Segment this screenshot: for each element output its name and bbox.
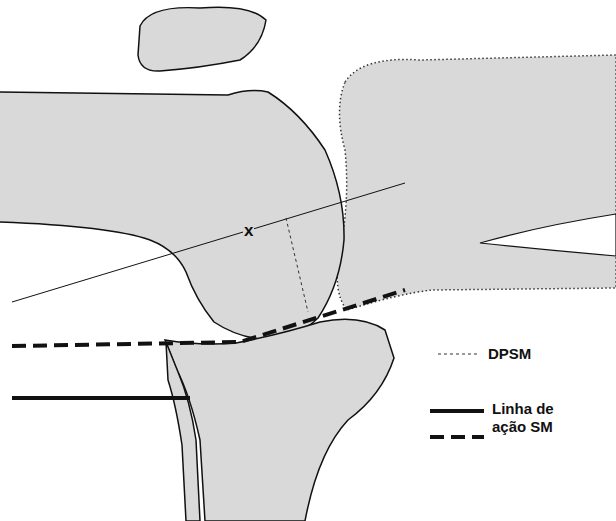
muscle-outline [337, 55, 616, 310]
legend-sample [430, 435, 484, 439]
legend-text: Linha de ação SM [492, 400, 574, 436]
femur [0, 91, 344, 340]
moment-arm-line [286, 218, 308, 312]
legend-sample [430, 409, 484, 413]
line-of-action-solid [12, 396, 190, 400]
tibia [165, 319, 394, 521]
fibula [166, 342, 200, 521]
axis-line [12, 183, 405, 302]
legend-text: DPSM [488, 345, 598, 363]
legend-sample [438, 354, 478, 355]
line-of-action-dashed [12, 290, 405, 346]
tendon-band [480, 214, 616, 256]
patella [138, 7, 266, 71]
point-label: x [243, 222, 254, 241]
